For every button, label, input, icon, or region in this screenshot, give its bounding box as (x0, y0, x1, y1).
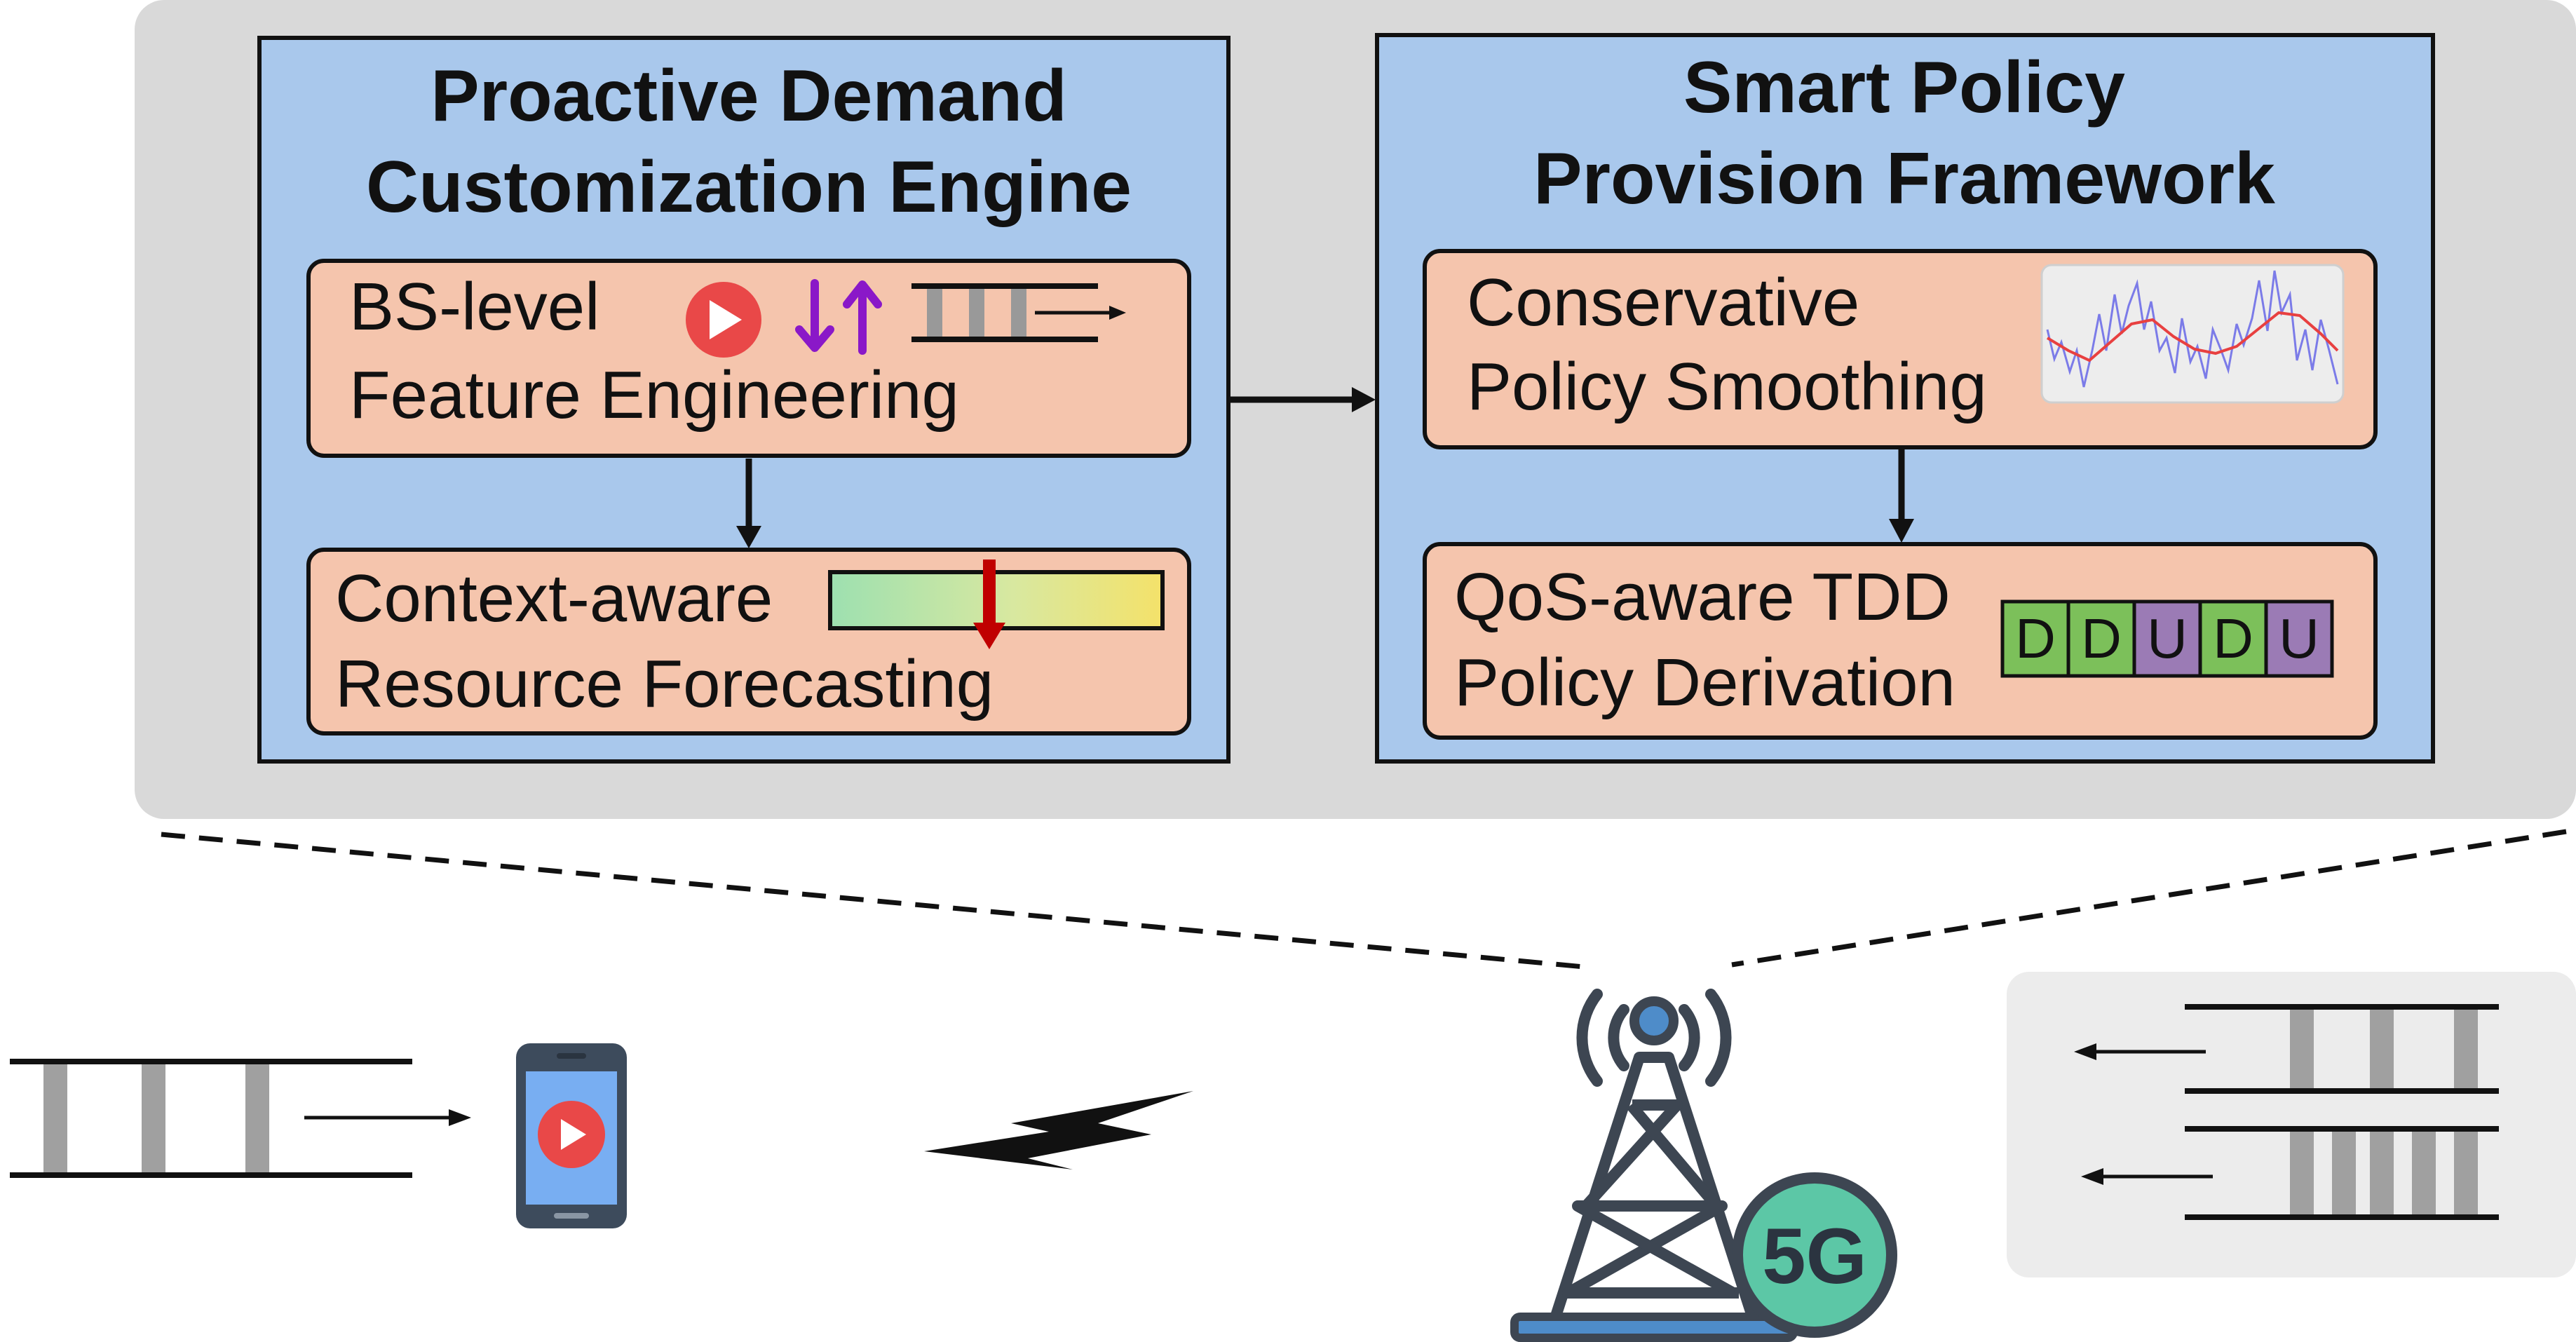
5g-badge-label: 5G (1762, 1212, 1866, 1300)
engine-title-line1: Proactive Demand (431, 55, 1066, 137)
play-icon (686, 282, 761, 358)
feature-label-line1: BS-level (349, 269, 599, 344)
forecast-label-line2: Resource Forecasting (335, 646, 994, 721)
traffic-frame-icon (911, 283, 1126, 342)
policy-smoothing-box: Conservative Policy Smoothing (1423, 249, 2378, 449)
tdd-slot: U (2264, 599, 2334, 678)
downlink-traffic-frame (10, 1059, 471, 1178)
uplink-frames-panel (2007, 972, 2576, 1277)
framework-title-line2: Provision Framework (1533, 138, 2275, 219)
lightning-icon (924, 1091, 1193, 1170)
zoom-line-right (1731, 829, 2567, 968)
zoom-line-left (161, 832, 1592, 970)
uplink-frame-top (2074, 1004, 2499, 1094)
forecast-label-line1: Context-aware (335, 561, 773, 636)
framework-title-line1: Smart Policy (1683, 47, 2125, 128)
tdd-slot: D (2066, 599, 2136, 678)
uplink-frame-bottom (2081, 1126, 2499, 1220)
tdd-slot: D (2000, 599, 2070, 678)
tdd-slot-label: U (2147, 607, 2188, 670)
tdd-slot: D (2198, 599, 2268, 678)
feature-label-line2: Feature Engineering (349, 358, 959, 433)
5g-badge: 5G (1732, 1172, 1897, 1338)
engine-title-line2: Customization Engine (366, 147, 1132, 228)
derivation-label-line2: Policy Derivation (1454, 645, 1955, 720)
resource-forecasting-box: Context-aware Resource Forecasting (306, 548, 1191, 736)
feature-engineering-box: BS-level Feature Engineering (306, 259, 1191, 458)
smartphone-icon (516, 1043, 627, 1228)
up-down-arrows-icon (795, 279, 882, 355)
tdd-slot-label: D (2015, 607, 2056, 670)
forecast-gauge-bar (828, 570, 1165, 630)
tdd-slot-label: D (2081, 607, 2122, 670)
forecast-down-arrow-icon (973, 560, 1005, 649)
engine-box: Proactive Demand Customization Engine BS… (257, 36, 1231, 764)
smoothing-chart-thumbnail (2040, 264, 2345, 404)
tdd-slot: U (2132, 599, 2202, 678)
tdd-slot-label: D (2213, 607, 2253, 670)
tdd-slot-label: U (2279, 607, 2319, 670)
cell-tower-icon (1510, 989, 1798, 1342)
derivation-label-line1: QoS-aware TDD (1454, 560, 1951, 635)
framework-box: Smart Policy Provision Framework Conserv… (1375, 33, 2435, 764)
smoothing-label-line1: Conservative (1467, 265, 1859, 340)
smoothing-label-line2: Policy Smoothing (1467, 349, 1987, 424)
